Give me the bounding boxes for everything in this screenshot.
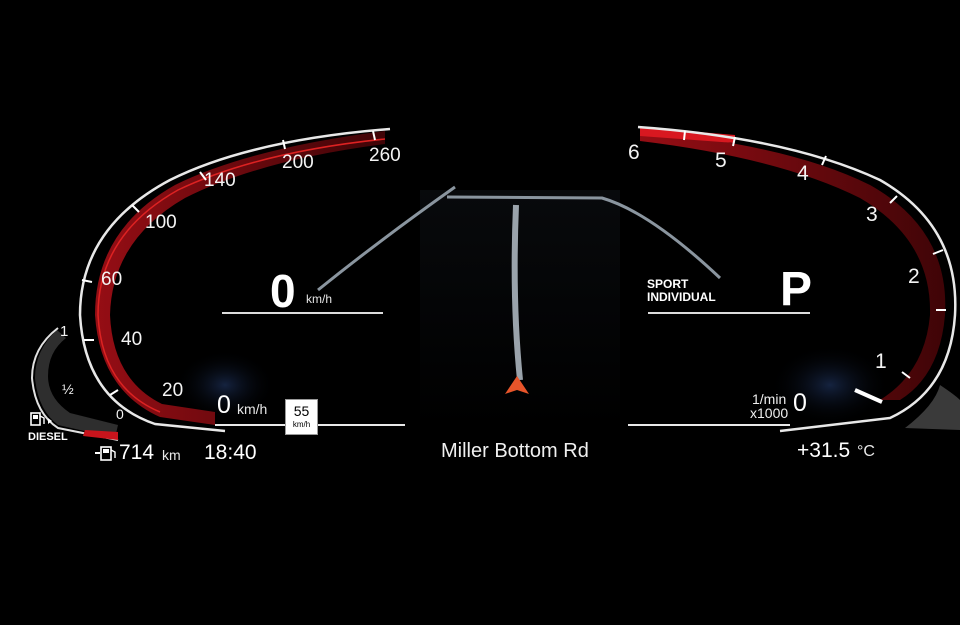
drive-mode-line1: SPORT <box>647 277 689 291</box>
rpm-tick-2: 2 <box>908 265 920 288</box>
edge-gauge <box>905 385 960 430</box>
speed-tick-140: 140 <box>204 170 236 191</box>
rpm-tick-3: 3 <box>866 203 878 226</box>
gear-indicator: P <box>780 263 813 316</box>
cruise-set-speed: 0 <box>217 391 231 419</box>
speed-rim <box>78 127 391 433</box>
rpm-tick-5: 5 <box>715 149 727 172</box>
rpm-red-band <box>640 131 946 400</box>
rpm-tick-marks <box>683 130 946 379</box>
speed-limit-value: 55 <box>293 403 310 419</box>
fuel-mark-full: 1 <box>60 323 69 340</box>
speed-tick-100: 100 <box>145 212 177 233</box>
fuel-mark-empty: 0 <box>116 406 124 422</box>
fuel-gauge-band <box>35 330 118 438</box>
rpm-tick-4: 4 <box>797 162 809 185</box>
speed-limit-unit: km/h <box>292 420 311 429</box>
rpm-unit-line2: x1000 <box>750 405 789 421</box>
route-road <box>511 204 523 381</box>
fuel-low-zone <box>83 430 118 440</box>
current-speed: 0 <box>270 265 296 317</box>
rpm-current-value: 0 <box>793 389 807 417</box>
speed-red-band <box>95 131 385 425</box>
speed-tick-20: 20 <box>162 380 184 401</box>
outside-temperature: +31.5 <box>797 439 851 462</box>
fuel-type-label: DIESEL <box>28 431 68 443</box>
speed-tick-260: 260 <box>369 145 401 166</box>
range-value: 714 <box>119 441 155 464</box>
temperature-unit: °C <box>857 443 875 460</box>
map-area <box>420 190 620 430</box>
clock: 18:40 <box>204 441 257 464</box>
fuel-mark-half: ½ <box>62 381 74 397</box>
rpm-needle <box>854 388 883 404</box>
map-roads <box>317 185 722 292</box>
speed-limit-sign: 55 km/h <box>285 399 318 435</box>
speed-tick-60: 60 <box>101 269 123 290</box>
rpm-redline <box>640 127 735 143</box>
fuel-pump-icon <box>30 412 52 426</box>
current-speed-unit: km/h <box>306 292 333 306</box>
speed-glow <box>175 350 275 420</box>
rpm-tick-6: 6 <box>628 141 640 164</box>
drive-mode-line2: INDIVIDUAL <box>647 290 716 304</box>
speed-inner-line <box>97 138 386 413</box>
rpm-tick-1: 1 <box>875 350 887 373</box>
speed-tick-200: 200 <box>282 152 314 173</box>
speed-tick-40: 40 <box>121 329 143 350</box>
navigation-arrow-icon <box>505 376 529 394</box>
range-fuel-icon <box>95 446 116 461</box>
rpm-glow <box>770 345 890 425</box>
rpm-unit-line1: 1/min <box>752 391 787 407</box>
drive-mode: SPORT INDIVIDUAL <box>647 278 716 304</box>
range-unit: km <box>162 447 181 463</box>
speed-tick-marks <box>81 130 376 396</box>
street-name: Miller Bottom Rd <box>441 440 589 462</box>
cruise-unit: km/h <box>237 401 268 417</box>
rpm-rim <box>637 125 957 433</box>
